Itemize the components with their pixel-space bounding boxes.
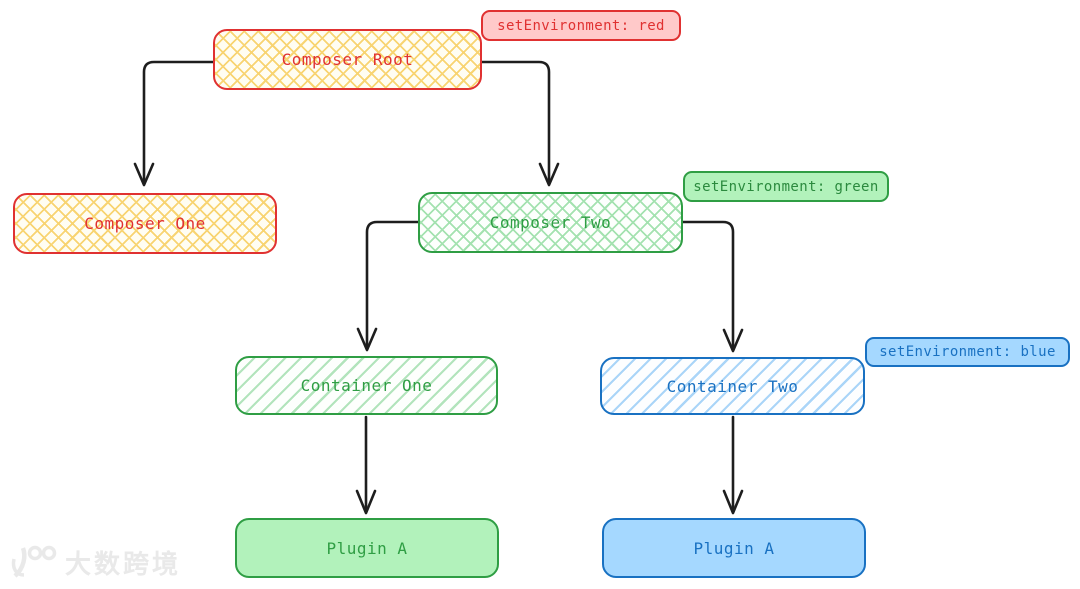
badge-set-environment-green-label: setEnvironment: green [693, 178, 879, 195]
node-composer-root: Composer Root [213, 29, 482, 90]
arrow-composer-root-to-composer-two [480, 60, 560, 187]
badge-set-environment-red: setEnvironment: red [481, 10, 681, 41]
node-container-two-label: Container Two [666, 376, 799, 396]
arrow-composer-two-to-container-one [356, 220, 420, 352]
watermark-text: 大数跨境 [65, 549, 182, 580]
watermark-logo-icon [11, 545, 57, 578]
badge-set-environment-red-label: setEnvironment: red [497, 17, 665, 34]
node-composer-two: Composer Two [418, 192, 683, 253]
node-plugin-a-green: Plugin A [235, 518, 499, 578]
badge-set-environment-blue-label: setEnvironment: blue [879, 344, 1056, 360]
node-container-one: Container One [235, 356, 498, 415]
node-container-two: Container Two [600, 357, 865, 415]
arrow-container-two-to-plugin-a [722, 415, 744, 515]
node-plugin-a-blue: Plugin A [602, 518, 866, 578]
node-composer-one: Composer One [13, 193, 277, 254]
arrow-composer-two-to-container-two [681, 220, 744, 353]
node-composer-two-label: Composer Two [489, 213, 612, 232]
node-composer-one-label: Composer One [84, 214, 206, 233]
badge-set-environment-green: setEnvironment: green [683, 171, 889, 202]
node-plugin-a-green-label: Plugin A [326, 538, 408, 558]
watermark: 大数跨境 [10, 543, 181, 581]
arrow-composer-root-to-composer-one [133, 60, 215, 187]
node-container-one-label: Container One [300, 376, 433, 395]
node-composer-root-label: Composer Root [281, 50, 414, 69]
node-plugin-a-blue-label: Plugin A [693, 538, 775, 558]
badge-set-environment-blue: setEnvironment: blue [865, 337, 1070, 367]
arrow-container-one-to-plugin-a [355, 415, 377, 515]
